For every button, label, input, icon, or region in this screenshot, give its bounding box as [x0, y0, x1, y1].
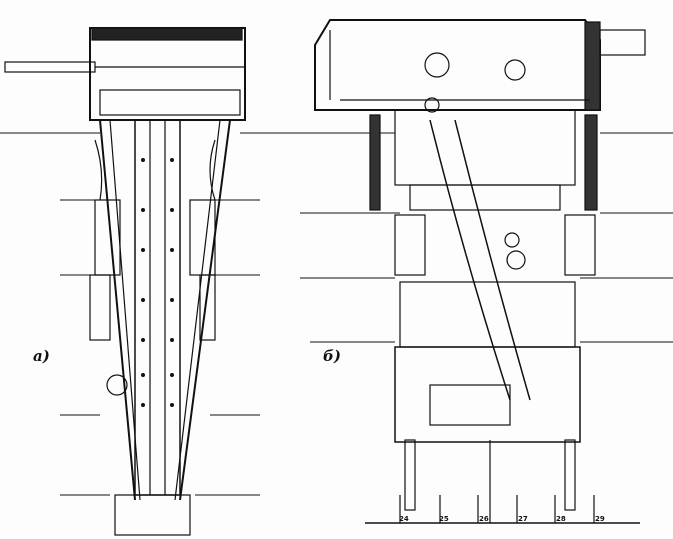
frame-number: 24 [399, 515, 409, 523]
figure-label-b: б) [323, 347, 341, 365]
turret-section-a [4, 27, 246, 536]
frame-number: 26 [479, 515, 489, 523]
frame-number: 25 [439, 515, 449, 523]
frame-number: 27 [518, 515, 528, 523]
frame-ticks [399, 440, 595, 523]
figure-label-a: а) [33, 347, 50, 365]
turret-section-b [314, 19, 646, 523]
frame-number: 28 [556, 515, 566, 523]
frame-number: 29 [595, 515, 605, 523]
deck-lines [0, 132, 673, 524]
